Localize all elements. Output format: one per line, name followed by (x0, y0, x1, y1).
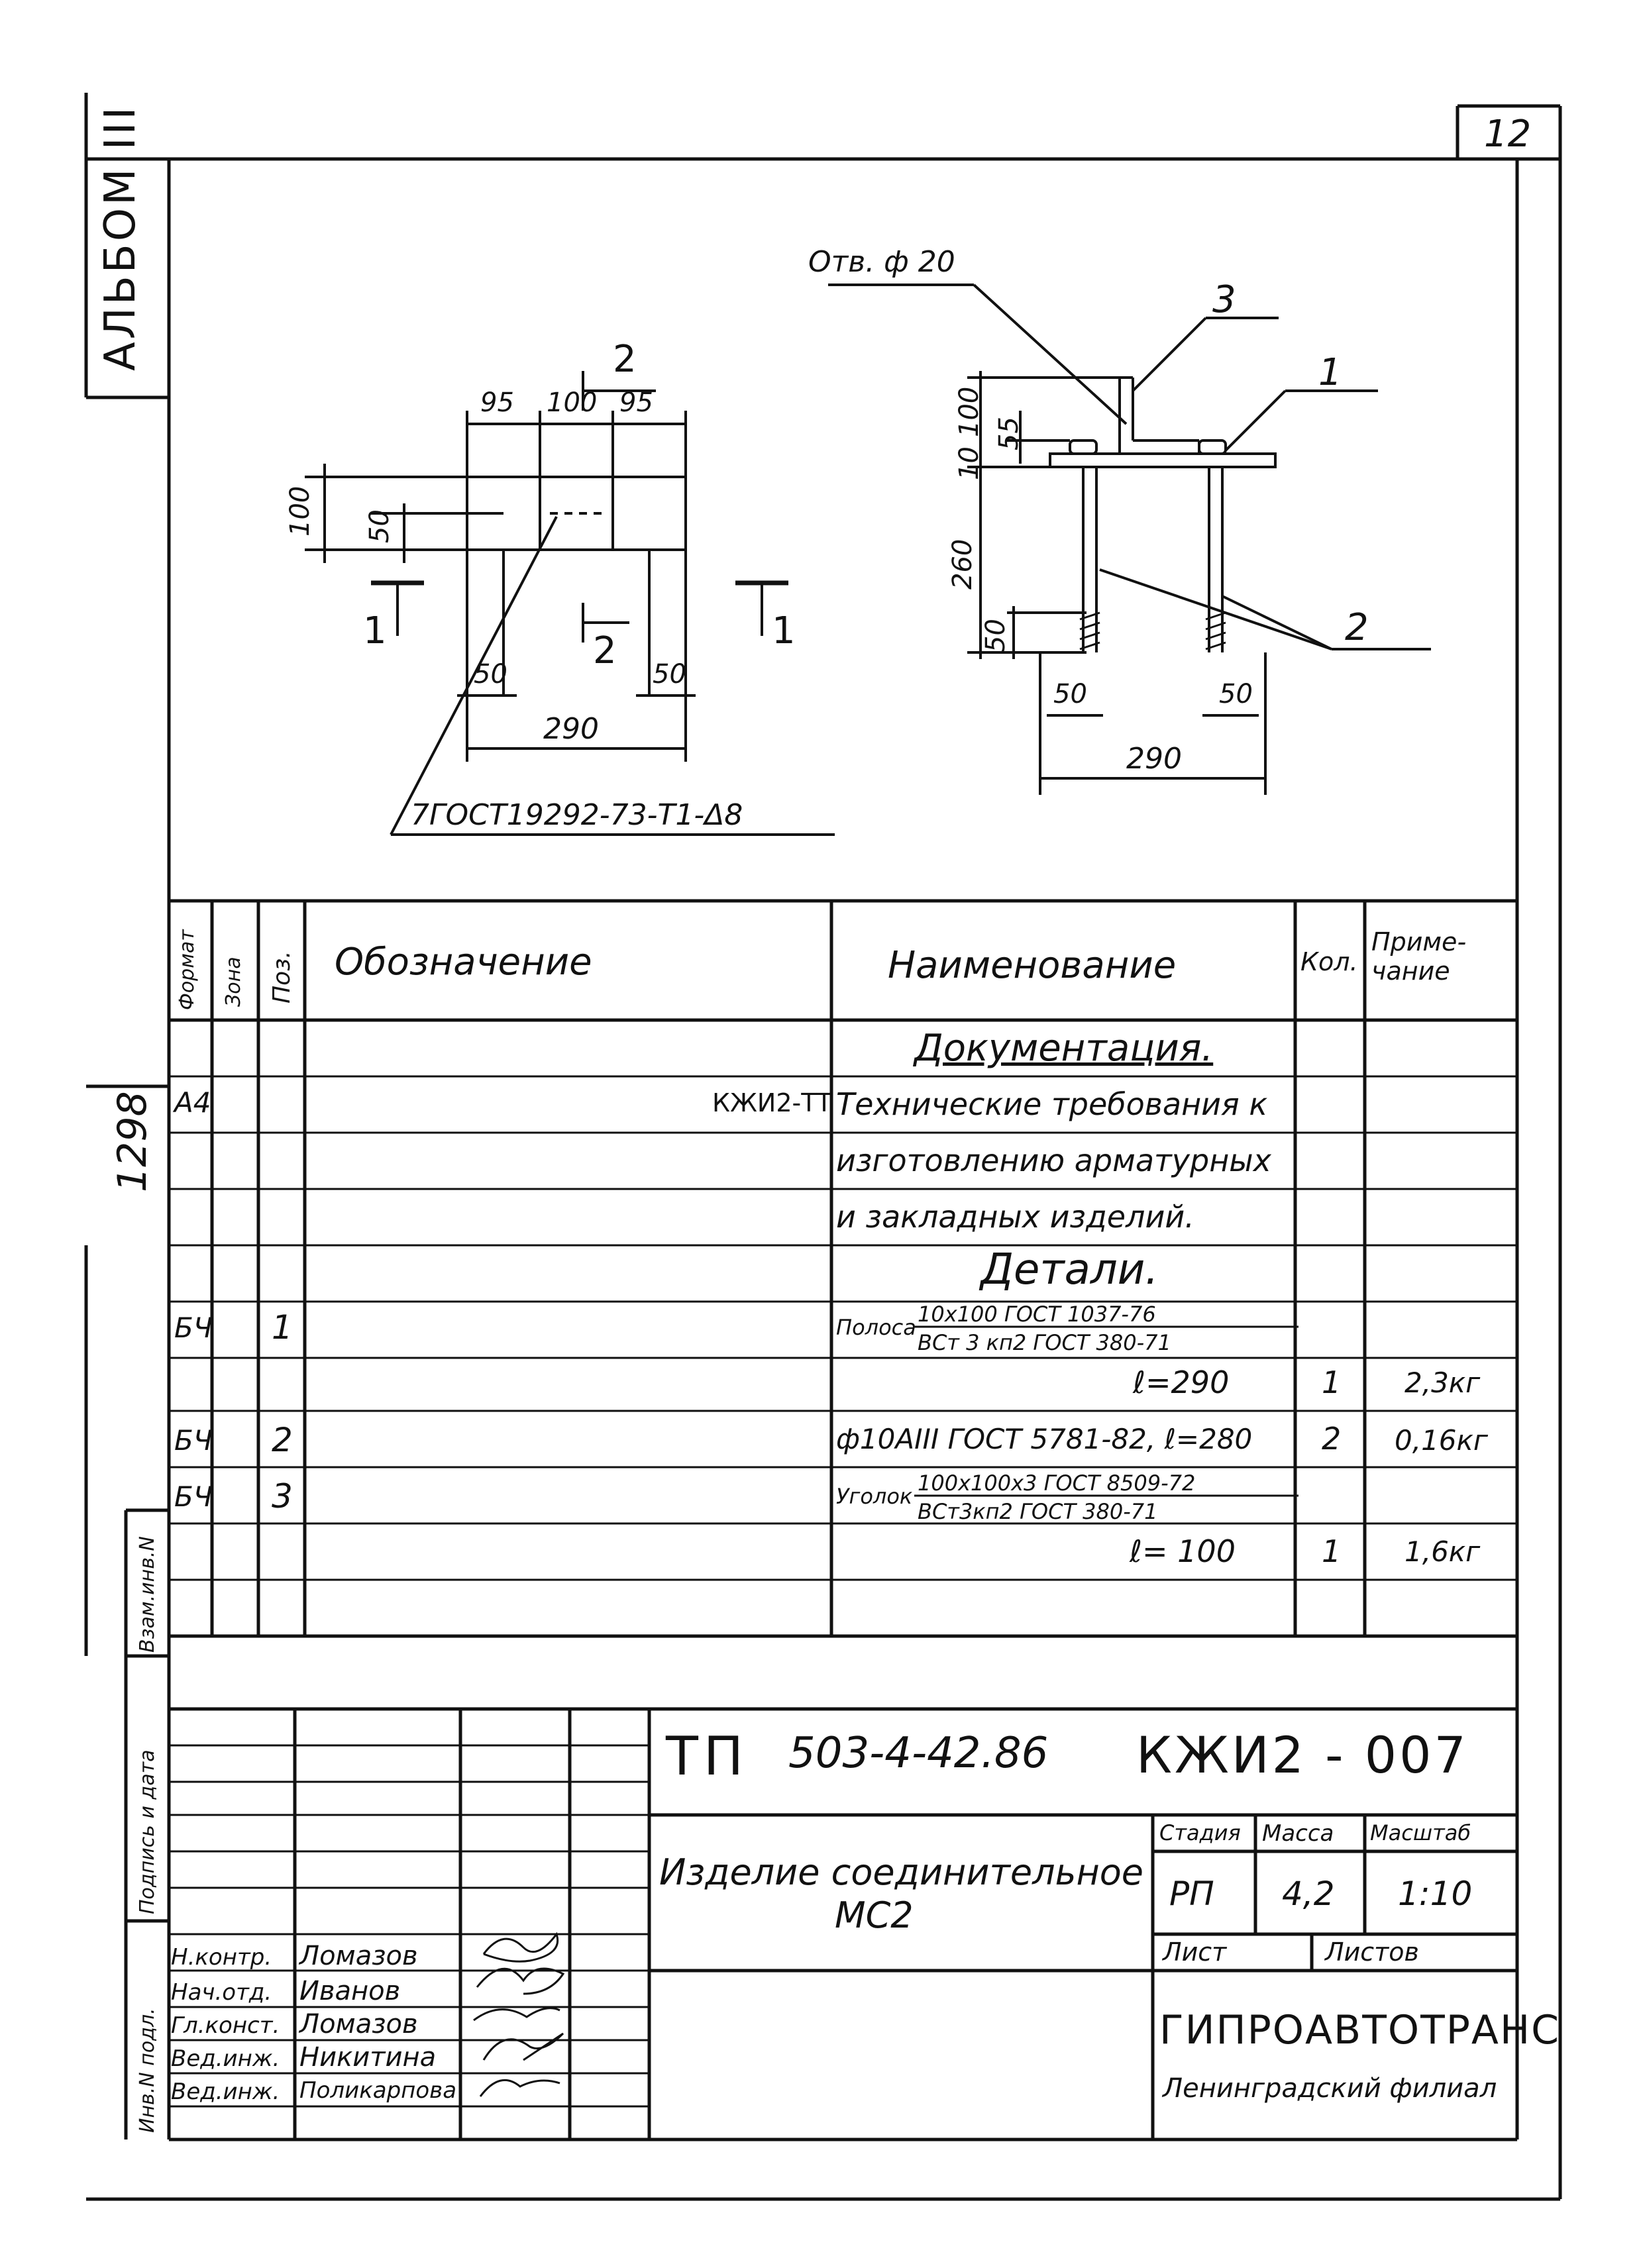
margin-archive-number: 1298 (109, 1091, 156, 1192)
plan-dim-50-bottom-left: 50 (474, 659, 507, 690)
margin-label-orig-inv: Инв.N подл. (136, 2008, 159, 2133)
sign-role-4: Вед.инж. (171, 2079, 280, 2105)
section-pos-3: 3 (1212, 278, 1236, 321)
row3-length: ℓ= 100 (1130, 1533, 1236, 1569)
doc-code-prefix: ТП (666, 1726, 749, 1787)
margin-label-sign-date: Подпись и дата (136, 1749, 159, 1915)
row-a4-name-3: и закладных изделий. (836, 1199, 1194, 1235)
plan-dim-95-right: 95 (619, 387, 653, 418)
plan-dim-50-left: 50 (364, 509, 395, 543)
mass-value: 4,2 (1282, 1875, 1335, 1913)
row1-fraction-top: 10х100 ГОСТ 1037-76 (918, 1302, 1156, 1327)
signature-scribbles (473, 1932, 565, 2097)
row3-format: БЧ (174, 1480, 213, 1513)
section-dim-50-vert: 50 (980, 619, 1011, 652)
section-dim-50-left: 50 (1053, 679, 1087, 709)
sign-role-3: Вед.инж. (171, 2045, 280, 2072)
plan-section-right: 1 (772, 609, 796, 652)
stage-value: РП (1169, 1875, 1214, 1913)
sign-role-1: Нач.отд. (171, 1979, 272, 2006)
plan-section-mark-top: 2 (613, 338, 637, 381)
album-label: АЛЬБОМ III (96, 104, 145, 371)
section-pos-1: 1 (1318, 351, 1342, 394)
row3-note: 1,6кг (1404, 1535, 1481, 1568)
section-hole-label: Отв. ф 20 (808, 245, 955, 279)
section-dim-10: 10 (954, 446, 984, 480)
row-a4-name-2: изготовлению арматурных (836, 1143, 1271, 1178)
sign-name-2: Ломазов (299, 2009, 418, 2039)
row1-name-prefix: Полоса (836, 1315, 916, 1340)
scale-label: Масштаб (1370, 1820, 1471, 1845)
row1-pos: 1 (272, 1308, 293, 1347)
org-name: ГИПРОАВТОТРАНС (1159, 2007, 1560, 2053)
header-pos: Поз. (268, 951, 295, 1004)
sheet-number: 12 (1484, 113, 1532, 156)
row2-name: ф10АIII ГОСТ 5781-82, ℓ=280 (836, 1423, 1253, 1455)
row2-pos: 2 (272, 1421, 293, 1459)
stage-label: Стадия (1159, 1820, 1241, 1845)
row2-qty: 2 (1322, 1421, 1342, 1457)
header-designation: Обозначение (335, 941, 592, 984)
sheet-label: Лист (1163, 1937, 1227, 1967)
sign-name-0: Ломазов (299, 1941, 418, 1971)
section-pos-2: 2 (1345, 606, 1369, 649)
sign-role-0: Н.контр. (171, 1944, 272, 1971)
plan-section-mark-mid: 2 (593, 629, 617, 672)
header-qty: Кол. (1300, 947, 1358, 976)
plan-dim-100-top: 100 (547, 387, 598, 418)
product-name-line1: Изделие соединительное (659, 1851, 1144, 1893)
sign-role-2: Гл.конст. (171, 2012, 280, 2039)
row1-format: БЧ (174, 1312, 213, 1344)
row1-length: ℓ=290 (1133, 1365, 1230, 1400)
plan-dim-50-bottom-right: 50 (653, 659, 686, 690)
header-name: Наименование (888, 944, 1177, 987)
margin-label-interchange: Взам.инв.N (136, 1536, 159, 1653)
row3-fraction-top: 100х100х3 ГОСТ 8509-72 (918, 1470, 1196, 1496)
section-dim-55: 55 (994, 417, 1024, 450)
plan-section-left: 1 (363, 609, 387, 652)
row2-format: БЧ (174, 1424, 213, 1457)
scale-value: 1:10 (1398, 1875, 1473, 1913)
row-a4-format: А4 (174, 1086, 211, 1119)
section-documentation: Документация. (914, 1027, 1214, 1070)
header-zone: Зона (222, 956, 245, 1007)
sign-name-3: Никитина (299, 2042, 437, 2073)
sheets-label: Листов (1325, 1937, 1419, 1967)
header-format: Формат (176, 929, 199, 1010)
row3-fraction-bottom: ВСт3кп2 ГОСТ 380-71 (918, 1499, 1158, 1524)
row-a4-name-1: Технические требования к (836, 1086, 1268, 1122)
section-parts: Детали. (980, 1245, 1159, 1294)
row3-pos: 3 (272, 1477, 293, 1516)
row3-qty: 1 (1322, 1533, 1342, 1569)
row-a4-designation: КЖИ2-ТТ (712, 1088, 832, 1117)
product-name-line2: МС2 (835, 1894, 914, 1936)
plan-weld-note: 7ГОСТ19292-73-Т1-Δ8 (411, 798, 743, 832)
mass-label: Масса (1262, 1820, 1334, 1847)
sign-name-1: Иванов (299, 1976, 401, 2006)
section-dim-260: 260 (947, 539, 978, 590)
header-note: Приме-чание (1371, 927, 1467, 986)
row2-note: 0,16кг (1395, 1424, 1488, 1457)
org-branch: Ленинградский филиал (1163, 2073, 1497, 2104)
sign-name-4: Поликарпова (299, 2077, 457, 2104)
row3-name-prefix: Уголок (836, 1484, 913, 1509)
section-dim-100: 100 (954, 386, 984, 437)
row1-note: 2,3кг (1404, 1366, 1481, 1399)
plan-dim-100-left: 100 (285, 486, 315, 537)
row1-qty: 1 (1322, 1365, 1342, 1400)
doc-code-number: 503-4-42.86 (788, 1729, 1049, 1778)
doc-code-suffix: КЖИ2 - 007 (1136, 1726, 1469, 1784)
section-dim-290: 290 (1126, 742, 1182, 776)
row1-fraction-bottom: ВСт 3 кп2 ГОСТ 380-71 (918, 1330, 1171, 1355)
section-dim-50-right: 50 (1219, 679, 1253, 709)
plan-dim-290: 290 (543, 712, 599, 746)
plan-dim-95-left: 95 (480, 387, 514, 418)
